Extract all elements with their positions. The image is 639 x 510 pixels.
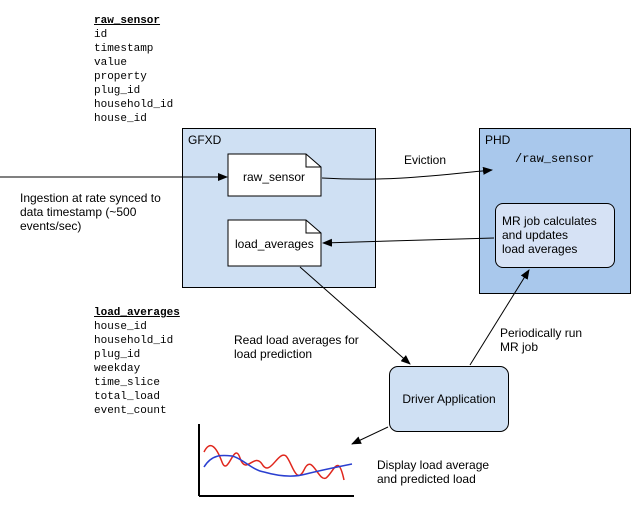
load-averages-doc-label: load_averages (235, 237, 314, 251)
mr-job-line: and updates (502, 228, 569, 242)
load-averages-doc-fold (305, 220, 321, 234)
read-load-label-line: load prediction (234, 347, 313, 361)
raw-sensor-schema: raw_sensor id timestamp value property p… (94, 14, 173, 126)
ingestion-label-line: events/sec) (20, 219, 82, 233)
raw-sensor-schema-title: raw_sensor (94, 15, 161, 27)
phd-title: PHD (485, 133, 511, 147)
load-averages-field: weekday (94, 363, 141, 375)
mr-job-box: MR job calculates and updates load avera… (495, 203, 615, 268)
raw-sensor-field: property (94, 71, 147, 83)
ingestion-label-line: data timestamp (~500 (20, 205, 137, 219)
driver-application-box: Driver Application (389, 366, 509, 432)
periodic-mr-label-line: MR job (500, 340, 539, 354)
average-load-line (203, 454, 353, 477)
ingestion-label: Ingestion at rate synced to data timesta… (20, 191, 161, 233)
raw-sensor-field: timestamp (94, 43, 154, 55)
periodic-mr-arrow (469, 269, 530, 366)
load-averages-doc-shape (227, 219, 322, 267)
load-averages-field: plug_id (94, 349, 141, 361)
raw-sensor-doc-label: raw_sensor (243, 170, 306, 184)
display-label-line: Display load average (377, 458, 490, 472)
load-averages-field: event_count (94, 405, 167, 417)
predicted-load-line (203, 444, 345, 481)
display-label-line: and predicted load (377, 472, 476, 486)
periodic-mr-label-line: Periodically run (500, 326, 583, 340)
load-averages-field: house_id (94, 321, 147, 333)
load-averages-field: household_id (94, 335, 174, 347)
driver-application-label: Driver Application (402, 392, 496, 406)
raw-sensor-field: household_id (94, 99, 174, 111)
load-averages-schema-title: load_averages (94, 307, 180, 319)
load-averages-field: total_load (94, 391, 161, 403)
read-load-label: Read load averages for load prediction (234, 333, 359, 361)
raw-sensor-field: value (94, 57, 128, 69)
display-arrow (351, 426, 389, 445)
phd-raw-sensor-path: /raw_sensor (515, 152, 595, 166)
raw-sensor-doc-shape (227, 153, 322, 197)
raw-sensor-field: house_id (94, 113, 147, 125)
display-label: Display load average and predicted load (377, 458, 489, 486)
gfxd-title: GFXD (188, 133, 222, 147)
load-averages-field: time_slice (94, 377, 161, 389)
eviction-label: Eviction (404, 153, 447, 167)
raw-sensor-field: plug_id (94, 85, 141, 97)
mr-job-line: MR job calculates (502, 214, 597, 228)
read-load-label-line: Read load averages for (234, 333, 359, 347)
read-load-averages-arrow (299, 266, 411, 365)
mr-job-line: load averages (502, 242, 578, 256)
periodic-mr-label: Periodically run MR job (500, 326, 582, 354)
ingestion-label-line: Ingestion at rate synced to (20, 191, 161, 205)
raw-sensor-field: id (94, 29, 108, 41)
eviction-arrow (321, 166, 493, 180)
load-averages-schema: load_averages house_id household_id plug… (94, 306, 180, 418)
load-chart (198, 424, 354, 497)
update-load-averages-arrow (322, 237, 495, 247)
raw-sensor-doc-fold (305, 154, 321, 168)
